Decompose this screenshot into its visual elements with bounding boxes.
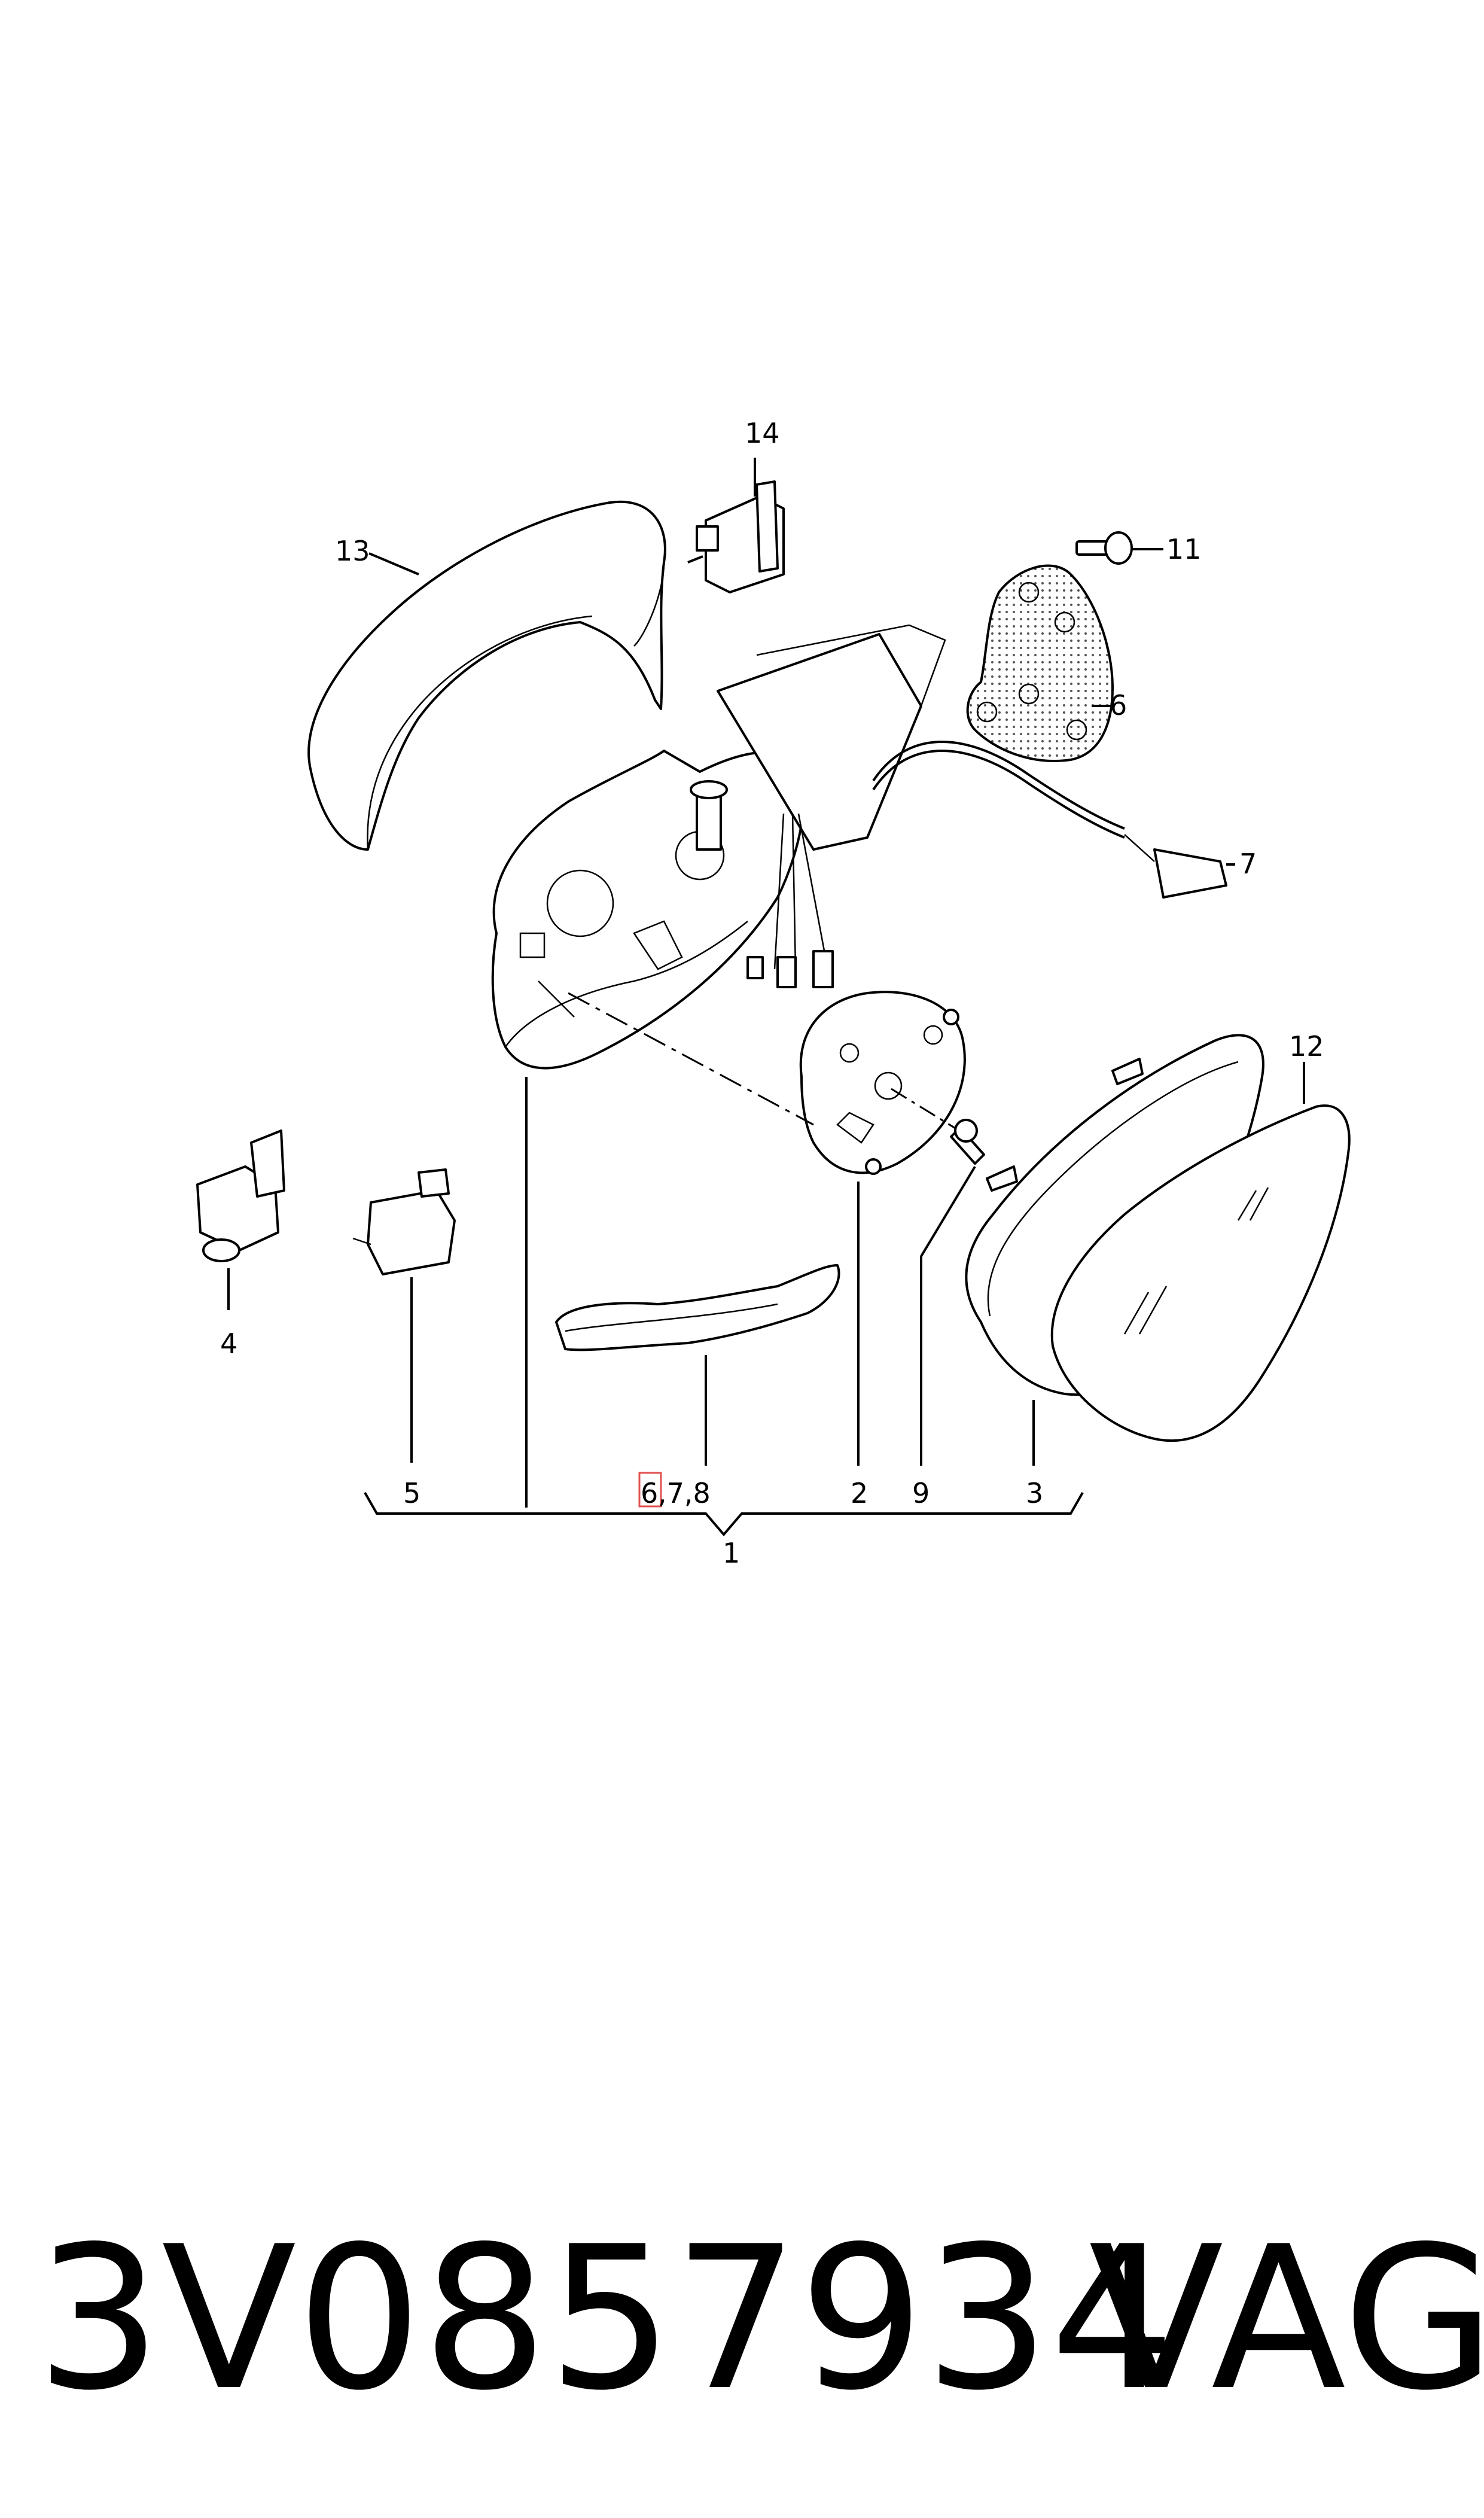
callout-9: 9 <box>912 1477 930 1509</box>
callout-11: 11 <box>1166 533 1202 565</box>
callout-labels: 1 2 3 4 5 6 6 ,7,8 7 9 11 12 13 14 <box>220 417 1324 1569</box>
highlight-box <box>638 1472 662 1508</box>
leader-lines <box>227 458 1305 1537</box>
brand-name: VAG <box>1089 2204 1484 2434</box>
screw-part <box>950 1119 985 1165</box>
mirror-housing-part <box>491 624 1125 1070</box>
wire-connector-part <box>1124 834 1227 899</box>
screw-top-part <box>1075 531 1133 565</box>
mirror-glass-part <box>1050 1104 1351 1442</box>
part-number: 3V0857934 <box>36 2204 1175 2434</box>
callout-5: 5 <box>403 1477 420 1509</box>
heating-pad-part <box>966 564 1114 762</box>
mirror-cap-part <box>307 500 666 851</box>
callout-14: 14 <box>745 417 780 449</box>
callout-7-8: ,7,8 <box>658 1477 711 1509</box>
turn-signal-part <box>555 1264 840 1351</box>
adjustment-motor-part <box>799 991 966 1175</box>
alignment-line <box>568 992 814 1126</box>
callout-12: 12 <box>1289 1030 1324 1062</box>
ambient-lamp-part <box>352 1168 456 1275</box>
callout-3: 3 <box>1026 1477 1043 1509</box>
callout-6: 6 <box>1110 689 1127 721</box>
control-module-part <box>696 480 785 593</box>
callout-13: 13 <box>335 535 370 567</box>
callout-2: 2 <box>851 1477 868 1509</box>
callout-6-highlighted: 6 <box>641 1477 658 1509</box>
callout-7: 7 <box>1239 848 1257 880</box>
callout-1: 1 <box>723 1537 740 1569</box>
sensor-part <box>196 1129 285 1262</box>
mirror-frame-part <box>965 1034 1264 1396</box>
callout-4: 4 <box>220 1327 237 1360</box>
